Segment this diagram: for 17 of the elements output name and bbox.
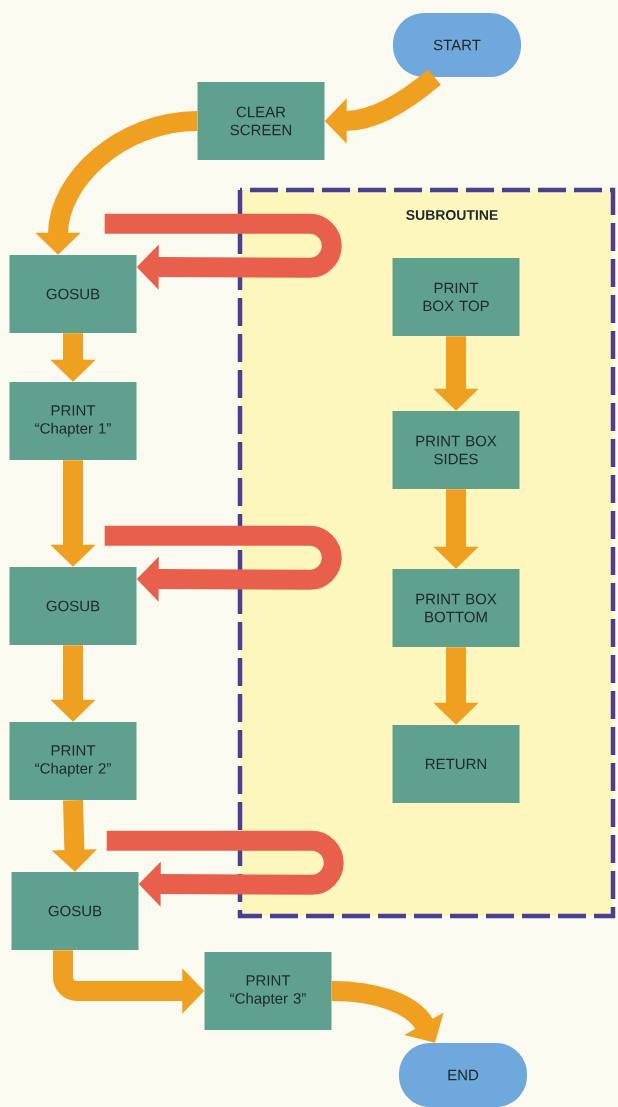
- process-box: PRINT BOX TOP: [392, 258, 520, 336]
- process-box: CLEAR SCREEN: [197, 82, 325, 160]
- process-box: RETURN: [392, 725, 520, 803]
- arrow: [331, 981, 444, 1043]
- process-box: PRINT “Chapter 2”: [9, 722, 137, 800]
- process-box: GOSUB: [9, 255, 137, 333]
- process-box: PRINT BOX BOTTOM: [392, 569, 520, 647]
- process-box: PRINT “Chapter 1”: [9, 382, 137, 460]
- process-box: PRINT BOX SIDES: [392, 411, 520, 489]
- terminal-pill: START: [393, 13, 521, 77]
- process-box: GOSUB: [11, 872, 139, 950]
- arrow: [106, 830, 344, 907]
- terminal-pill: END: [399, 1043, 527, 1107]
- arrow: [104, 213, 342, 290]
- process-box: PRINT “Chapter 3”: [204, 952, 332, 1030]
- arrow: [104, 525, 342, 602]
- process-box: GOSUB: [9, 567, 137, 645]
